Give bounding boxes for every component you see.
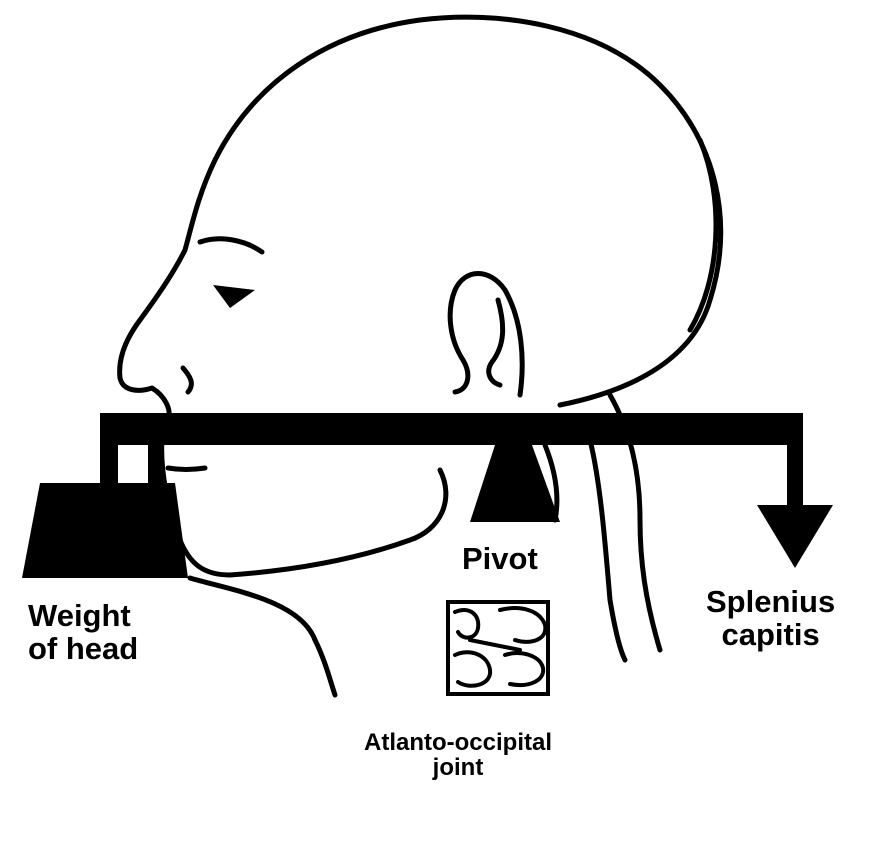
- weight-hanger-right: [148, 445, 162, 485]
- lever-bar-icon: [100, 413, 803, 445]
- splenius-capitis-label: Splenius capitis: [706, 586, 835, 651]
- weight-of-head-label: Weight of head: [28, 600, 138, 665]
- splenius-label-line2: capitis: [706, 619, 835, 652]
- atlanto-occipital-joint-label: Atlanto-occipital joint: [364, 730, 552, 780]
- joint-label-line1: Atlanto-occipital: [364, 730, 552, 755]
- fulcrum-icon: [470, 445, 560, 522]
- weight-hanger: [100, 413, 118, 483]
- weight-label-line2: of head: [28, 633, 138, 666]
- splenius-label-line1: Splenius: [706, 586, 835, 619]
- head-profile-icon: [120, 17, 721, 695]
- weight-block-icon: [22, 483, 188, 578]
- pivot-label: Pivot: [462, 543, 538, 576]
- eye-icon: [213, 285, 255, 308]
- pivot-label-text: Pivot: [462, 543, 538, 576]
- joint-label-line2: joint: [364, 755, 552, 780]
- vertebra-joint-icon: [448, 602, 548, 694]
- weight-label-line1: Weight: [28, 600, 138, 633]
